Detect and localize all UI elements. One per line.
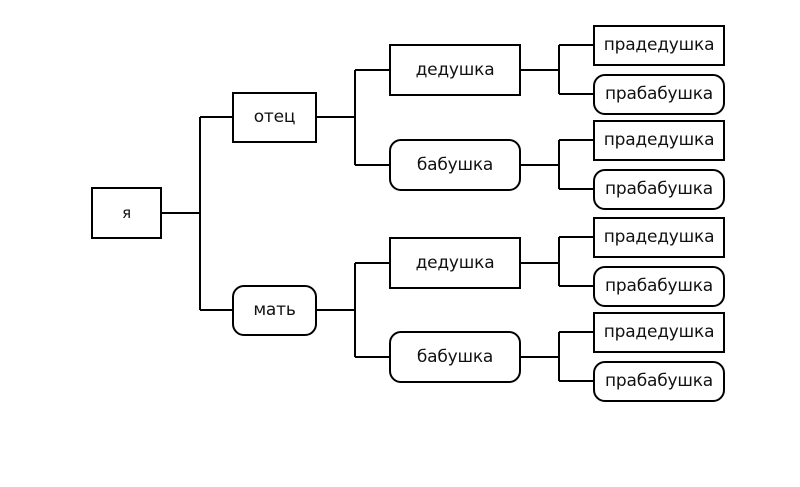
node-great-grandmother: прабабушка (593, 361, 725, 402)
node-label: бабушка (416, 154, 494, 175)
connector-mgf-great (521, 236, 593, 287)
node-great-grandfather: прадедушка (593, 312, 725, 353)
node-great-grandfather: прадедушка (593, 217, 725, 258)
node-label: прадедушка (603, 227, 715, 247)
node-maternal-grandfather: дедушка (389, 237, 521, 289)
node-me-label: я (122, 203, 131, 222)
connector-mother-grandparents (317, 262, 389, 358)
node-label: дедушка (415, 59, 495, 80)
node-label: бабушка (416, 346, 494, 367)
node-label: прабабушка (604, 371, 713, 391)
node-great-grandfather: прадедушка (593, 120, 725, 161)
connector-me-parents (162, 116, 232, 311)
node-me: я (91, 187, 162, 239)
node-father: отец (232, 92, 317, 143)
connector-fgm-great (521, 139, 593, 190)
node-label: прадедушка (603, 35, 715, 55)
node-label: дедушка (415, 252, 495, 273)
node-great-grandmother: прабабушка (593, 74, 725, 115)
node-great-grandmother: прабабушка (593, 169, 725, 210)
connector-fgf-great (521, 44, 593, 95)
node-mother: мать (232, 285, 317, 336)
node-label: прабабушка (604, 84, 713, 104)
node-label: прабабушка (604, 179, 713, 199)
node-great-grandfather: прадедушка (593, 25, 725, 66)
connector-father-grandparents (317, 69, 389, 166)
node-paternal-grandfather: дедушка (389, 44, 521, 96)
node-label: прабабушка (604, 276, 713, 296)
node-label: прадедушка (603, 130, 715, 150)
node-label: прадедушка (603, 322, 715, 342)
connector-mgm-great (521, 331, 593, 382)
node-great-grandmother: прабабушка (593, 266, 725, 307)
node-maternal-grandmother: бабушка (389, 331, 521, 383)
node-father-label: отец (253, 107, 296, 127)
node-mother-label: мать (253, 300, 296, 320)
node-paternal-grandmother: бабушка (389, 139, 521, 191)
